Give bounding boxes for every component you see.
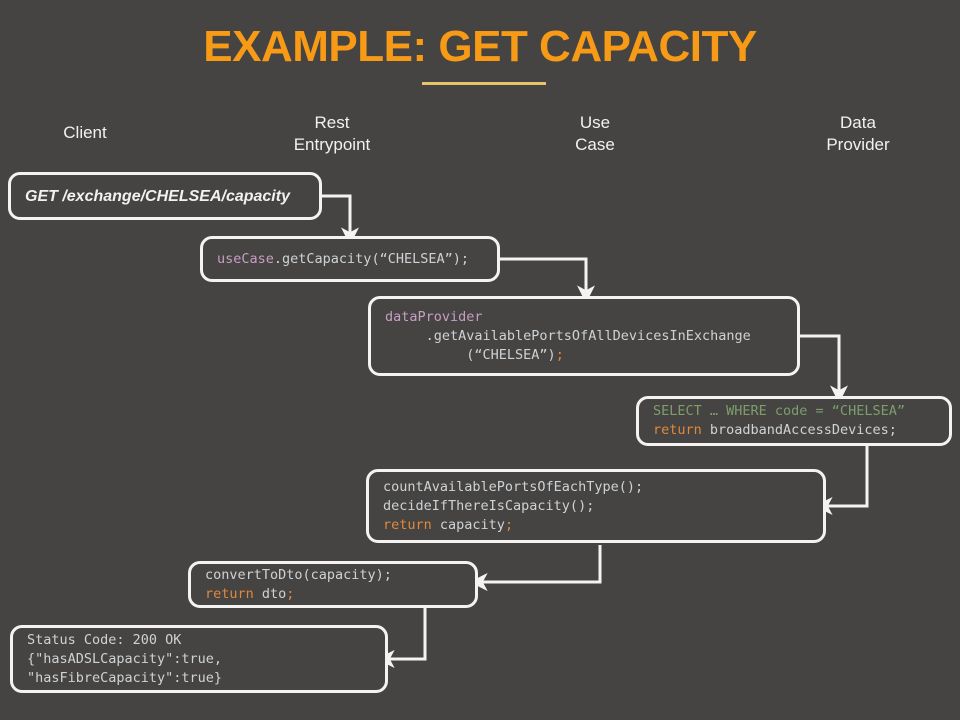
http-request-box[interactable]: GET /exchange/CHELSEA/capacity: [8, 172, 322, 220]
convert-to-dto-code: convertToDto(capacity); return dto;: [191, 566, 406, 604]
http-response-code: Status Code: 200 OK {"hasADSLCapacity":t…: [13, 631, 236, 688]
capacity-count-line: countAvailablePortsOfEachType();: [383, 478, 644, 495]
response-body-line-1: {"hasADSLCapacity":true,: [27, 650, 223, 667]
column-header-data-provider: Data Provider: [826, 113, 890, 154]
capacity-decide-line: decideIfThereIsCapacity();: [383, 497, 595, 514]
use-case-call-code: useCase.getCapacity(“CHELSEA”);: [203, 250, 483, 269]
sql-select-line: SELECT … WHERE code = “CHELSEA”: [653, 403, 905, 419]
arrow-usecase-to-dataprovider: [500, 257, 595, 304]
arrow-sql-to-capacity: [814, 446, 869, 515]
convert-semicolon: ;: [286, 585, 295, 602]
arrow-dto-to-response: [376, 608, 427, 668]
data-provider-call-code: dataProvider .getAvailablePortsOfAllDevi…: [371, 308, 765, 365]
convert-return-keyword: return: [205, 585, 254, 602]
data-provider-identifier: dataProvider: [385, 308, 483, 325]
capacity-logic-code: countAvailablePortsOfEachType(); decideI…: [369, 478, 657, 535]
sql-query-box[interactable]: SELECT … WHERE code = “CHELSEA” return b…: [636, 396, 952, 446]
use-case-call-rest: .getCapacity(“CHELSEA”);: [273, 250, 469, 267]
title-underline-rule: [422, 82, 546, 85]
use-case-identifier: useCase: [217, 250, 274, 267]
capacity-semicolon: ;: [504, 516, 514, 533]
page-title: EXAMPLE: GET CAPACITY: [203, 22, 757, 71]
arrow-capacity-to-dto: [469, 545, 602, 591]
capacity-return-keyword: return: [383, 516, 432, 533]
column-header-client: Client: [63, 123, 107, 142]
http-request-text: GET /exchange/CHELSEA/capacity: [25, 187, 290, 205]
capacity-return-value: capacity: [431, 516, 505, 533]
sql-return-keyword: return: [653, 422, 702, 438]
data-provider-arg-line: (“CHELSEA”): [385, 346, 556, 363]
convert-to-dto-box[interactable]: convertToDto(capacity); return dto;: [188, 561, 478, 608]
convert-return-value: dto: [253, 585, 287, 602]
column-header-use-case: Use Case: [575, 113, 615, 154]
http-response-box[interactable]: Status Code: 200 OK {"hasADSLCapacity":t…: [10, 625, 388, 693]
arrow-dataprovider-to-sql: [800, 334, 848, 404]
capacity-logic-box[interactable]: countAvailablePortsOfEachType(); decideI…: [366, 469, 826, 543]
response-status-line: Status Code: 200 OK: [27, 631, 182, 648]
data-provider-method-line: .getAvailablePortsOfAllDevicesInExchange: [385, 327, 751, 344]
data-provider-semicolon: ;: [555, 346, 564, 363]
sql-return-value: broadbandAccessDevices;: [701, 422, 897, 438]
column-header-rest-entrypoint: Rest Entrypoint: [293, 113, 371, 154]
sql-query-code: SELECT … WHERE code = “CHELSEA” return b…: [639, 402, 919, 440]
convert-call-line: convertToDto(capacity);: [205, 566, 392, 583]
arrow-request-to-usecase: [322, 194, 359, 246]
use-case-call-box[interactable]: useCase.getCapacity(“CHELSEA”);: [200, 236, 500, 282]
response-body-line-2: "hasFibreCapacity":true}: [27, 669, 223, 686]
data-provider-call-box[interactable]: dataProvider .getAvailablePortsOfAllDevi…: [368, 296, 800, 376]
